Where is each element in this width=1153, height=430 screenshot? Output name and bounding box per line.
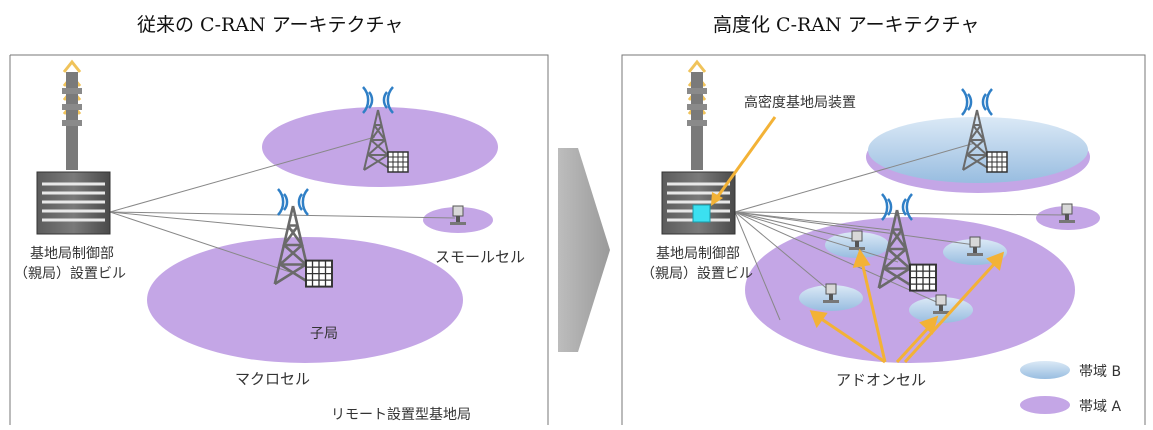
right-title: 高度化 C-RAN アーキテクチャ <box>713 14 980 36</box>
band-b-upper-ellipse <box>868 117 1088 183</box>
addon-cell-label: アドオンセル <box>836 371 926 389</box>
left-panel: 基地局制御部 （親局）設置ビル 子局 マクロセル スモールセル リモート設置型基… <box>9 54 549 425</box>
building-label-line1: 基地局制御部 <box>30 245 114 262</box>
legend-label-band-a: 帯域 A <box>1079 399 1121 415</box>
device-label: 高密度基地局装置 <box>744 94 856 111</box>
backhaul-lines <box>734 142 1066 321</box>
remote-station-label: リモート設置型基地局 <box>331 406 471 423</box>
antenna-coils <box>687 60 707 170</box>
backhaul-lines <box>109 136 456 273</box>
child-station-label: 子局 <box>310 326 338 342</box>
antenna-coils <box>62 60 82 170</box>
building-icon <box>36 171 111 235</box>
transition-arrow-icon <box>558 148 610 352</box>
legend-swatch-band-b <box>1020 361 1070 379</box>
building-icon <box>661 171 736 235</box>
left-title: 従来の C-RAN アーキテクチャ <box>137 14 404 36</box>
macro-cell-label: マクロセル <box>235 370 310 388</box>
legend: 帯域 B 帯域 A <box>1020 361 1121 415</box>
building-label-line1: 基地局制御部 <box>656 245 740 262</box>
device-pointer-arrow <box>714 116 777 200</box>
addon-pointer-arrows <box>809 248 1005 364</box>
legend-label-band-b: 帯域 B <box>1079 364 1121 380</box>
high-density-device <box>692 204 711 223</box>
right-panel: 高密度基地局装置 基地局制御部 （親局）設置ビル アドオンセル 帯域 B 帯域 … <box>621 54 1146 425</box>
building-label-line2: （親局）設置ビル <box>641 266 753 282</box>
building-label-line2: （親局）設置ビル <box>14 266 126 282</box>
signal-icon <box>880 192 914 222</box>
macro-cell-ellipse <box>147 237 463 363</box>
legend-swatch-band-a <box>1020 396 1070 414</box>
small-cell-label: スモールセル <box>435 248 525 266</box>
